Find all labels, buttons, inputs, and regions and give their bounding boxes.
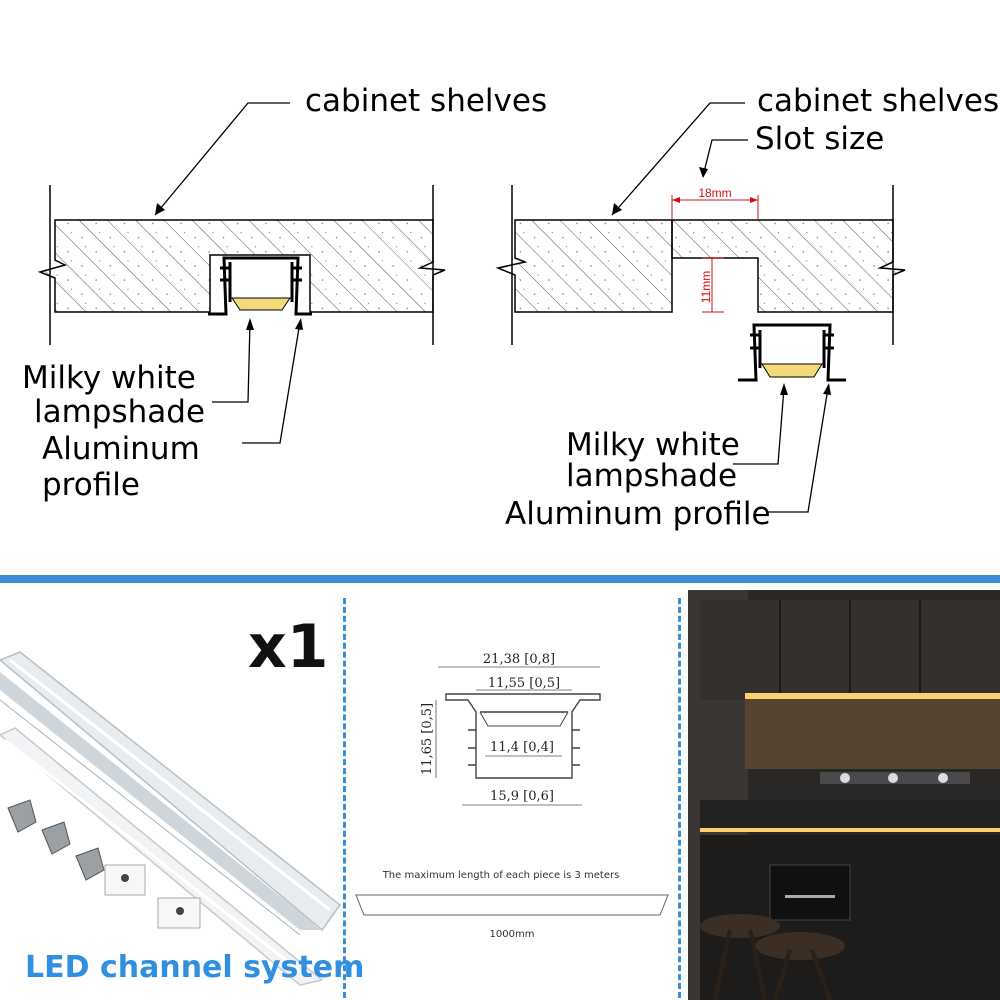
kitchen-photo (688, 590, 1000, 1000)
right-lampshade-label-1: Milky white (566, 427, 740, 463)
mounting-clips (7, 799, 105, 881)
left-shelf-board (37, 219, 446, 313)
right-lampshade (761, 363, 823, 378)
panel-divider-left (343, 598, 346, 998)
left-lampshade-label-2: lampshade (34, 394, 206, 430)
slot-depth-text: 11mm (699, 271, 713, 303)
max-length-note: The maximum length of each piece is 3 me… (382, 870, 620, 881)
counter-light-strip (700, 828, 1000, 832)
left-aluminum-profile (208, 256, 312, 316)
left-profile-label-2: profile (42, 467, 140, 503)
product-photo (0, 651, 342, 986)
tech-drawing: 21,38 [0,8] 11,55 [0,5] 11,4 [0,4] 15,9 … (355, 652, 669, 940)
dim-bottom-width: 15,9 [0,6] (490, 789, 554, 804)
slot-dimension: 18mm 11mm (671, 186, 759, 313)
left-lampshade-label-1: Milky white (22, 360, 196, 396)
left-lampshade (231, 297, 291, 311)
profile-cross-section (445, 693, 601, 779)
right-shelves-label: cabinet shelves (757, 83, 1000, 119)
strip-length: 1000mm (490, 929, 535, 940)
left-shelves-label: cabinet shelves (305, 83, 548, 119)
strip-outline (355, 894, 669, 916)
quantity-label: x1 (248, 612, 329, 682)
right-profile-label: Aluminum profile (505, 496, 771, 532)
slot-size-label: Slot size (755, 121, 885, 157)
dim-inner-mid: 11,4 [0,4] (490, 740, 554, 755)
end-caps (104, 864, 201, 929)
left-install-diagram (37, 102, 446, 444)
dim-height: 11,65 [0,5] (420, 703, 435, 775)
left-profile-label-1: Aluminum (42, 431, 200, 467)
right-install-diagram: 18mm 11mm (495, 102, 906, 513)
panel-divider-right (678, 598, 681, 998)
dim-inner-top: 11,55 [0,5] (488, 676, 560, 691)
dim-top-width: 21,38 [0,8] (483, 652, 555, 667)
right-aluminum-profile (738, 323, 846, 382)
section-separator (0, 575, 1000, 583)
under-cabinet-light-strip (745, 693, 1000, 699)
right-shelf-board (495, 219, 673, 313)
slot-width-text: 18mm (698, 186, 731, 200)
right-lampshade-label-2: lampshade (566, 458, 738, 494)
product-caption: LED channel system (25, 950, 365, 985)
